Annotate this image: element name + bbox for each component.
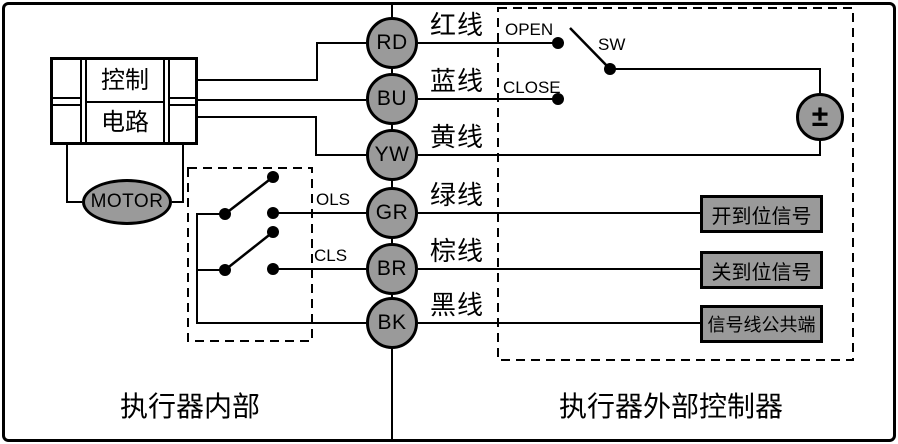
ctrl-box-divider	[53, 104, 80, 106]
terminal-gr: GR	[366, 187, 418, 239]
signal-common-terminal-box: 信号线公共端	[700, 305, 823, 343]
open-label: OPEN	[505, 20, 554, 39]
cls-thrown-contact-dot	[267, 226, 279, 238]
motor-ellipse: MOTOR	[82, 179, 172, 225]
wires	[66, 5, 821, 441]
cls-switch-blade	[224, 231, 274, 271]
switch-blades	[224, 27, 611, 271]
terminal-bu: BU	[366, 73, 418, 125]
wire-label-yellow: 黄线	[430, 123, 485, 152]
cls-label: CLS	[314, 246, 348, 265]
motor-label: MOTOR	[90, 191, 164, 212]
ols-label: OLS	[316, 190, 351, 209]
wire-ctrl-to-yw	[198, 116, 366, 156]
ols-thrown-contact-dot	[267, 171, 279, 183]
wire-label-green: 绿线	[430, 181, 485, 210]
contact-dots	[219, 37, 616, 276]
sw-switch-blade	[569, 27, 611, 70]
open-position-signal-label: 开到位信号	[711, 205, 812, 228]
signal-common-terminal-label: 信号线公共端	[707, 315, 816, 335]
ctrl-box-divider	[168, 60, 170, 142]
ols-output-contact-dot	[267, 207, 279, 219]
control-circuit-label-line1: 控制	[101, 68, 149, 94]
wire-motor-right	[172, 145, 184, 203]
terminal-bk-label: BK	[377, 311, 407, 334]
sw-label: SW	[598, 35, 626, 54]
ols-common-dot	[219, 208, 231, 220]
terminal-gr-label: GR	[375, 201, 409, 224]
ctrl-box-divider	[170, 104, 195, 106]
ctrl-box-divider	[85, 101, 165, 103]
close-contact-dot	[552, 93, 564, 105]
ctrl-box-divider	[53, 97, 80, 99]
wire-yw-to-power	[418, 141, 821, 156]
external-controller-dashed-box	[497, 7, 854, 361]
terminal-br-label: BR	[376, 257, 408, 280]
close-position-signal-label: 关到位信号	[711, 261, 812, 284]
terminal-bu-label: BU	[376, 87, 408, 110]
wire-motor-left	[66, 145, 82, 203]
wire-label-black: 黑线	[430, 291, 485, 320]
ctrl-box-divider	[80, 60, 82, 142]
close-label: CLOSE	[503, 78, 561, 97]
actuator-internal-section-label: 执行器内部	[119, 392, 261, 423]
terminal-yw: YW	[366, 129, 418, 181]
power-source-symbol: ±	[811, 100, 829, 133]
terminal-bk: BK	[366, 297, 418, 349]
external-controller-section-label: 执行器外部控制器	[558, 392, 784, 423]
limit-switch-dashed-box	[187, 167, 313, 342]
ols-switch-blade	[224, 176, 274, 215]
wire-label-brown: 棕线	[430, 237, 485, 266]
power-source-circle: ±	[796, 93, 844, 141]
terminal-rd: RD	[366, 17, 418, 69]
control-circuit-box: 控制 电路	[50, 57, 198, 145]
wire-switch-common-bus	[196, 213, 366, 324]
cls-common-dot	[219, 264, 231, 276]
terminal-rd-label: RD	[376, 31, 408, 54]
wire-power-to-sw	[610, 68, 821, 93]
open-position-signal-box: 开到位信号	[700, 195, 823, 233]
cls-output-contact-dot	[267, 263, 279, 275]
ctrl-box-divider	[170, 97, 195, 99]
wire-label-red: 红线	[430, 11, 485, 40]
open-contact-dot	[552, 37, 564, 49]
terminal-br: BR	[366, 243, 418, 295]
sw-common-dot	[604, 63, 616, 75]
close-position-signal-box: 关到位信号	[700, 251, 823, 289]
terminal-yw-label: YW	[374, 143, 410, 166]
wire-label-blue: 蓝线	[430, 67, 485, 96]
wire-ctrl-to-rd	[198, 42, 366, 81]
control-circuit-label-line2: 电路	[101, 110, 149, 136]
